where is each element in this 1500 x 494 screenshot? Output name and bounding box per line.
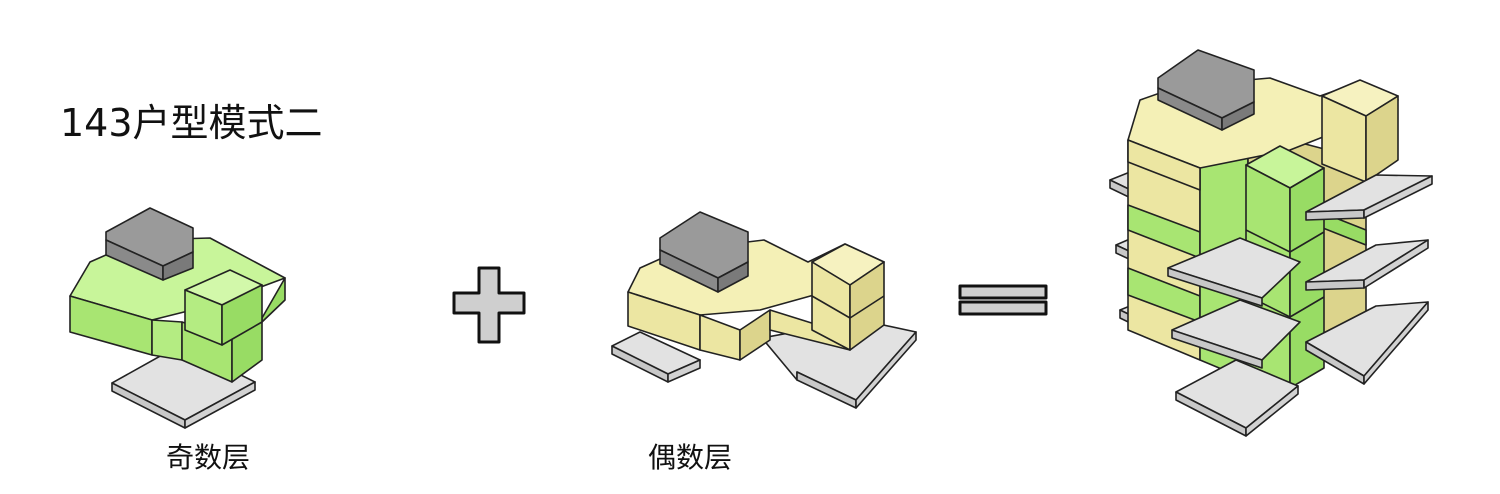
diagram-title: 143户型模式二 xyxy=(60,101,323,145)
tower-core-block xyxy=(1157,49,1255,131)
odd-floor-massing xyxy=(69,207,286,429)
odd-floor-balcony-slab xyxy=(111,344,256,429)
tower-front-slabs xyxy=(1167,237,1301,437)
odd-floor-core-block xyxy=(105,207,194,281)
even-floor-caption: 偶数层 xyxy=(648,441,733,474)
plus-icon xyxy=(452,266,526,344)
equals-icon xyxy=(958,284,1048,316)
combined-tower-massing xyxy=(1109,49,1433,437)
even-floor-core-block xyxy=(659,211,749,293)
odd-floor-caption: 奇数层 xyxy=(166,441,251,474)
tower-right-slabs xyxy=(1305,174,1433,385)
even-floor-massing xyxy=(611,211,917,409)
even-floor-balcony-slabs xyxy=(611,319,917,409)
